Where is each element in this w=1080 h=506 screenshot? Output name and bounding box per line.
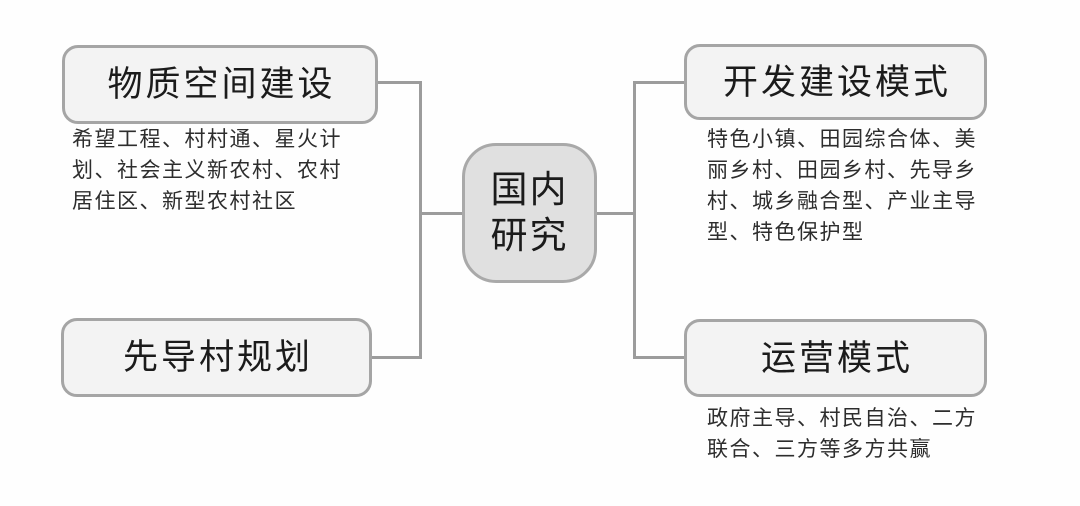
connector-right-top: [633, 81, 686, 84]
connector-left-top: [376, 81, 422, 84]
branch-title: 先导村规划: [122, 338, 313, 377]
branch-box-development-model: 开发建设模式: [684, 44, 987, 120]
center-node-label: 国内 研究: [490, 169, 569, 256]
connector-right-bottom: [633, 356, 686, 359]
connector-left-center: [419, 212, 465, 215]
branch-box-physical-space: 物质空间建设: [62, 45, 378, 124]
branch-title: 物质空间建设: [107, 65, 336, 104]
connector-right-center: [595, 212, 636, 215]
branch-description-physical-space: 希望工程、村村通、星火计 划、社会主义新农村、农村 居住区、新型农村社区: [72, 128, 342, 213]
branch-title: 开发建设模式: [722, 62, 951, 102]
branch-description-development-model: 特色小镇、田园综合体、美 丽乡村、田园乡村、先导乡 村、城乡融合型、产业主导 型…: [707, 128, 977, 244]
center-node: 国内 研究: [462, 143, 597, 283]
connector-right-vertical: [633, 81, 636, 359]
branch-title: 运营模式: [760, 338, 913, 378]
branch-box-operation-model: 运营模式: [684, 319, 987, 397]
branch-description-operation-model: 政府主导、村民自治、二方 联合、三方等多方共赢: [707, 407, 977, 461]
connector-left-bottom: [370, 356, 422, 359]
branch-box-pilot-village: 先导村规划: [61, 318, 372, 397]
connector-left-vertical: [419, 81, 422, 359]
